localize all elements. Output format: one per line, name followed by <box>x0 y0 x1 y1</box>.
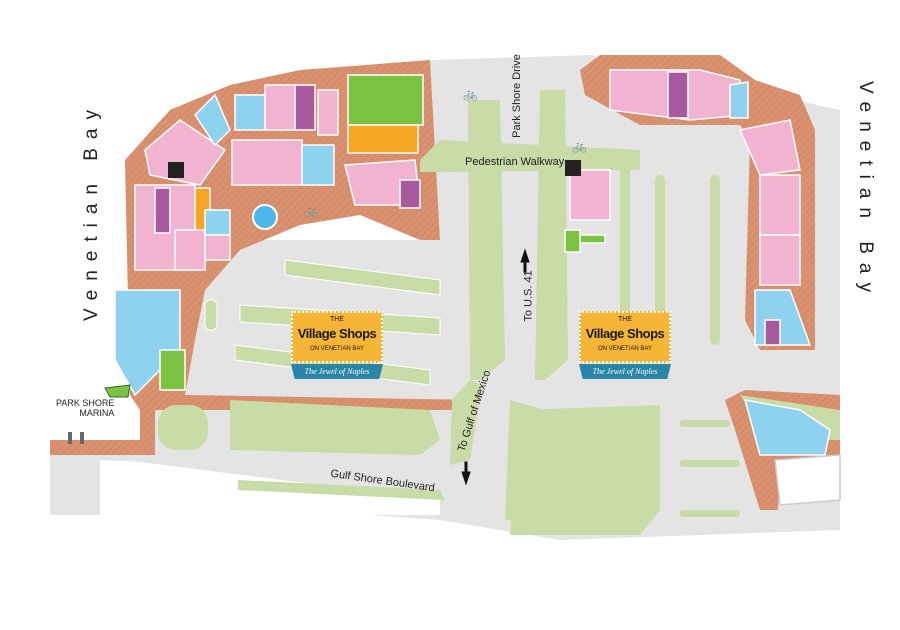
marina-line1: PARK SHORE <box>56 398 115 408</box>
logo-subtitle: ON VENETIAN BAY <box>310 346 364 352</box>
logo-subtitle: ON VENETIAN BAY <box>598 346 652 352</box>
restroom-icon <box>565 160 581 176</box>
to-us41-label: To U.S. 41 <box>522 270 535 322</box>
pedestrian-walkway-label: Pedestrian Walkway <box>465 156 565 168</box>
village-shops-logo-right: THE Village Shops ON VENETIAN BAY The Je… <box>579 311 671 379</box>
restroom-icon <box>168 162 184 178</box>
village-shops-logo-left: THE Village Shops ON VENETIAN BAY The Je… <box>291 311 383 379</box>
bollards <box>68 432 84 444</box>
walkway-marina <box>50 395 155 455</box>
logo-name: Village Shops <box>297 326 377 341</box>
venetian-bay-left-label: Venetian Bay <box>80 101 102 321</box>
logo-tagline: The Jewel of Naples <box>291 364 383 379</box>
logo-tag: THE Village Shops ON VENETIAN BAY <box>579 311 671 363</box>
boat-icon <box>104 384 131 398</box>
medians <box>100 90 840 535</box>
bicycle-icon: 🚲 <box>304 204 319 218</box>
arrow-down-icon <box>461 461 471 486</box>
shops-left <box>114 74 424 397</box>
fountain-icon <box>252 204 278 230</box>
logo-tagline: The Jewel of Naples <box>579 364 671 379</box>
logo-the: THE <box>618 316 632 323</box>
marina-label: PARK SHORE MARINA <box>56 398 114 418</box>
parking-rows-right <box>585 160 740 517</box>
park-shore-drive-label: Park Shore Drive <box>510 54 523 138</box>
logo-tag: THE Village Shops ON VENETIAN BAY <box>291 311 383 363</box>
marina-line2: MARINA <box>79 408 115 418</box>
bicycle-icon: 🚲 <box>572 139 587 153</box>
logo-name: Village Shops <box>585 326 665 341</box>
arrow-up-icon <box>520 248 530 273</box>
venetian-bay-right-label: Venetian Bay <box>854 81 876 301</box>
shops-right <box>564 69 841 506</box>
bicycle-icon: 🚲 <box>463 87 478 101</box>
logo-the: THE <box>330 316 344 323</box>
